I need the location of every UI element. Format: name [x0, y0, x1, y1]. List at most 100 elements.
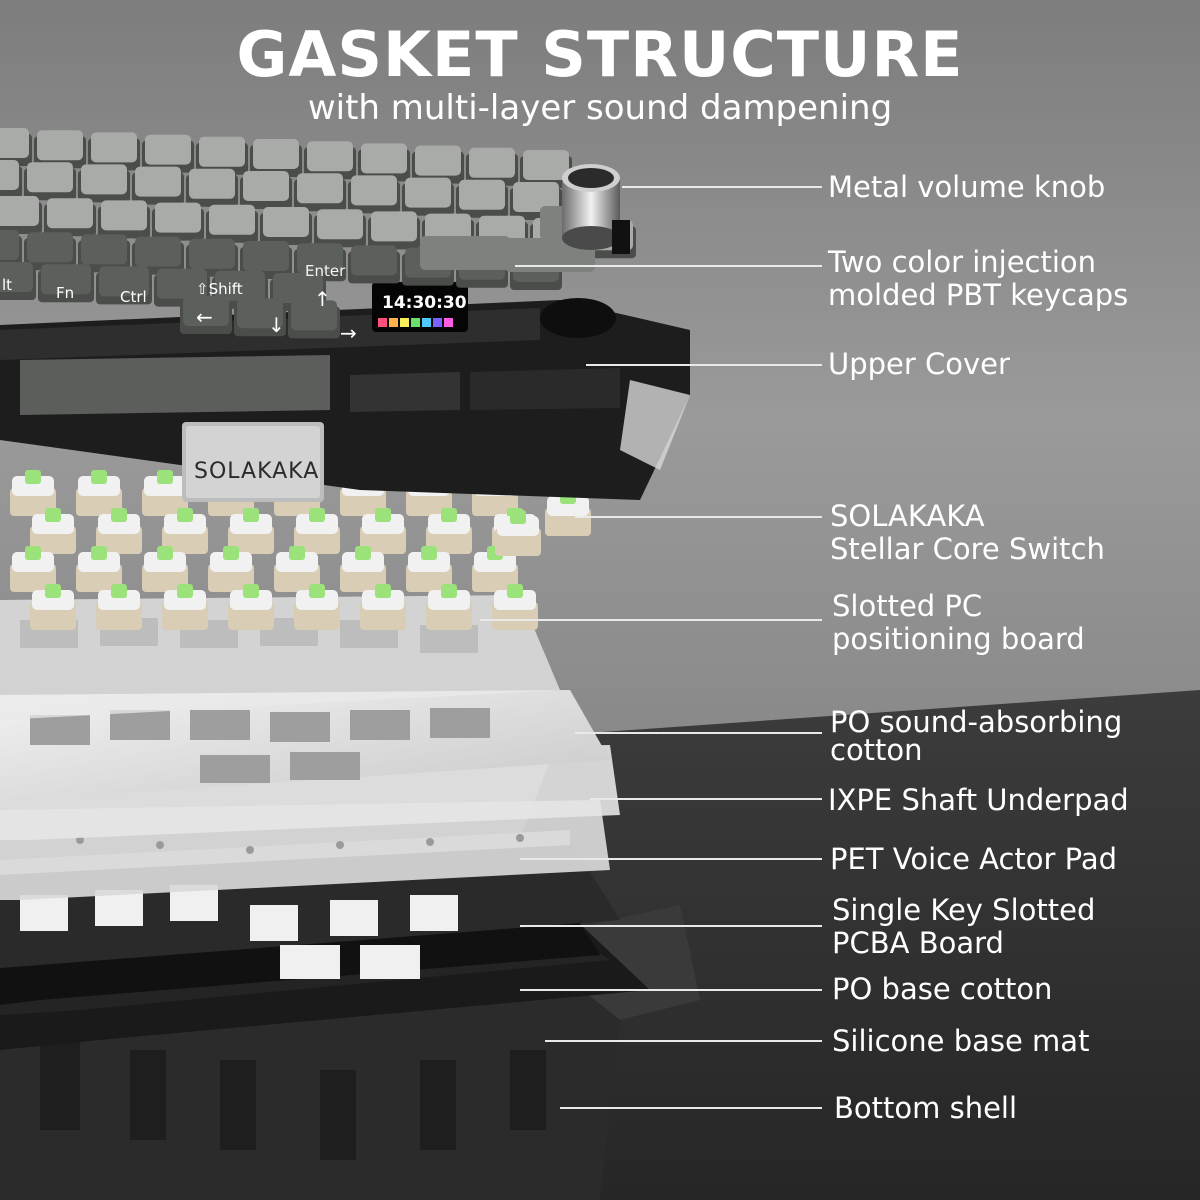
callout-line: SOLAKAKA [830, 499, 985, 533]
keycap [132, 166, 184, 205]
callout-line: Single Key Slotted [832, 893, 1096, 927]
callout-line: Two color injection [828, 245, 1097, 279]
keycap [196, 136, 248, 175]
leader-line-switch [575, 516, 822, 518]
keycap [304, 141, 356, 180]
callout-line: PO base cotton [832, 972, 1053, 1006]
mechanical-switch [76, 470, 122, 516]
callout-line: molded PBT keycaps [828, 278, 1129, 312]
callout-slotted-pc-board: Slotted PC positioning board [832, 590, 1085, 656]
mechanical-switch [360, 584, 406, 630]
mechanical-switch [162, 508, 208, 554]
callout-line: Silicone base mat [832, 1024, 1090, 1058]
leader-line-keycaps [515, 265, 822, 267]
key-legend-ctrl: Ctrl [120, 288, 147, 306]
keycap-legends: lt Fn Ctrl ⇧Shift Enter ← ↓ ↑ → [2, 262, 357, 345]
keycap [240, 171, 292, 209]
mechanical-switch [360, 508, 406, 554]
keycap [78, 234, 130, 273]
display-time: 14:30:30 [382, 293, 467, 313]
callout-po-base-cotton: PO base cotton [832, 973, 1052, 1006]
keycap [240, 241, 292, 279]
keycap [0, 128, 32, 166]
mechanical-switch [30, 508, 76, 554]
mechanical-switch [274, 546, 320, 592]
callout-line: Stellar Core Switch [830, 532, 1105, 566]
callout-pcba-board: Single Key Slotted PCBA Board [832, 894, 1095, 960]
key-legend-up: ↑ [314, 287, 331, 311]
keycap [234, 298, 286, 337]
keycap [24, 162, 76, 201]
po-sound-absorbing-cotton [0, 690, 610, 800]
keycap [412, 145, 464, 184]
keycap [520, 150, 572, 188]
keycap [206, 204, 258, 243]
keycap [294, 173, 346, 212]
keycap [260, 207, 312, 245]
mechanical-switch [492, 584, 538, 630]
keycap [250, 139, 302, 177]
callout-line: positioning board [832, 622, 1085, 656]
mechanical-switch [142, 546, 188, 592]
keycap [152, 202, 204, 241]
upper-cover: 14:30:30 SOLAKAKA [0, 282, 690, 502]
callout-stellar-core-switch: SOLAKAKA Stellar Core Switch [830, 500, 1105, 566]
key-legend-down: ↓ [268, 313, 285, 337]
mechanical-switch [340, 546, 386, 592]
key-legend-alt: lt [2, 276, 12, 294]
mechanical-switch [208, 546, 254, 592]
mechanical-switch [10, 470, 56, 516]
mechanical-switch [228, 584, 274, 630]
callout-pbt-keycaps: Two color injection molded PBT keycaps [828, 246, 1128, 312]
callout-line: PCBA Board [832, 926, 1004, 960]
leader-line-bottom-shell [560, 1107, 822, 1109]
mechanical-switch [426, 508, 472, 554]
callout-line: PO sound-absorbing [830, 705, 1123, 739]
callout-line: cotton [830, 733, 923, 767]
mechanical-switch [30, 584, 76, 630]
mechanical-switch [426, 584, 472, 630]
key-legend-left: ← [196, 305, 213, 329]
key-legend-shift: ⇧Shift [196, 280, 243, 298]
keycap [466, 147, 518, 186]
pet-pad-holes [76, 834, 524, 854]
callout-line: PET Voice Actor Pad [830, 842, 1118, 876]
keycap [288, 300, 340, 339]
keycap-wide [420, 236, 510, 270]
keycap [0, 196, 42, 234]
mechanical-switch [10, 546, 56, 592]
keycap [98, 200, 150, 239]
keycap [0, 160, 22, 198]
callout-bottom-shell: Bottom shell [834, 1092, 1017, 1125]
leader-line-upper-cover [586, 364, 822, 366]
keycap [348, 175, 400, 214]
mechanical-switch [495, 510, 541, 556]
keycap [368, 211, 420, 250]
keycap [402, 177, 454, 216]
callout-metal-volume-knob: Metal volume knob [828, 171, 1105, 204]
mechanical-switch [162, 584, 208, 630]
keycap [314, 209, 366, 248]
keycap [142, 134, 194, 173]
key-legend-enter: Enter [305, 262, 346, 280]
callout-line: Metal volume knob [828, 170, 1106, 204]
knob-socket [540, 298, 616, 338]
keycap [358, 143, 410, 182]
keycap [186, 168, 238, 207]
keycap [24, 232, 76, 271]
keycap [0, 262, 36, 300]
leader-line-knob [622, 186, 822, 188]
mechanical-switch [294, 508, 340, 554]
page-title: GASKET STRUCTURE [236, 18, 964, 91]
keycap [34, 130, 86, 169]
mechanical-switch [142, 470, 188, 516]
volume-knob-icon [562, 164, 630, 254]
leader-line-pet [520, 858, 822, 860]
keycap [38, 264, 94, 303]
leader-line-silicone [545, 1040, 822, 1042]
leader-line-base-cotton [520, 989, 822, 991]
callout-line: Bottom shell [834, 1091, 1018, 1125]
keycap [180, 296, 232, 334]
keycap [0, 230, 22, 268]
